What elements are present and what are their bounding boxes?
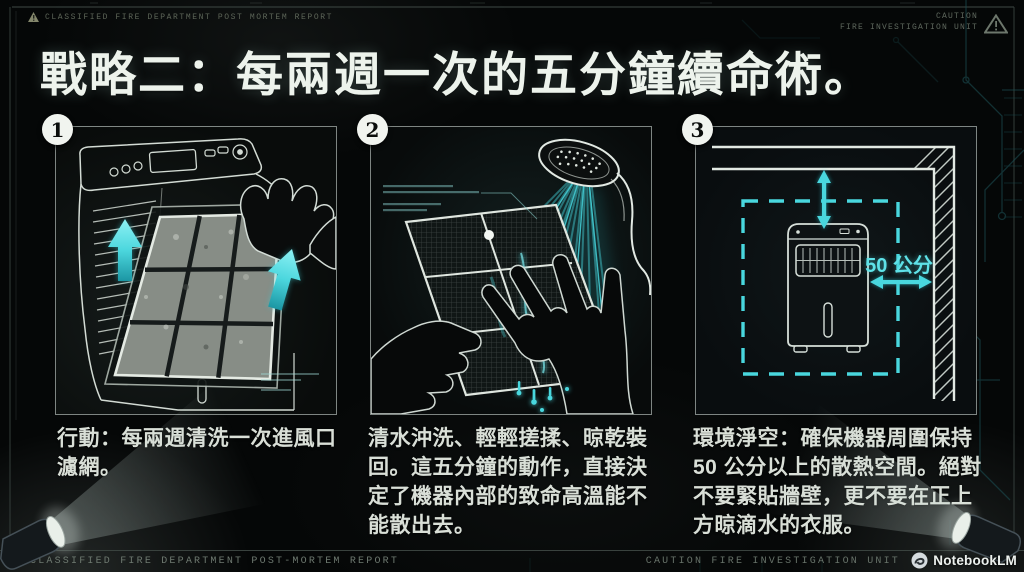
clearance-label: 50 公分 [865,254,933,277]
up-arrow-icon [108,219,142,281]
clearance-dashed-zone [741,199,900,376]
blueprint-annotation [383,185,538,220]
page-title: 戰略二：每兩週一次的五分鐘續命術。 [40,48,873,101]
header-caution: CAUTION FIRE INVESTIGATION UNIT [840,11,978,33]
footer-classified-label: CLASSIFIED FIRE DEPARTMENT POST-MORTEM R… [30,556,400,567]
glove-hand-right [481,254,634,414]
filter-grid [103,203,288,389]
panel-caption: 清水沖洗、輕輕搓揉、晾乾裝回。這五分鐘的動作，直接決定了機器內部的致命高溫能不能… [368,427,648,537]
illustration-filter-washing [371,138,651,414]
glove-hand [239,178,336,270]
horizontal-clearance-arrow: 50 公分 [865,254,933,289]
drips [515,381,570,413]
panel-step-3: 50 公分 3 [682,114,977,415]
classified-label: CLASSIFIED FIRE DEPARTMENT POST MORTEM R… [45,12,334,22]
glove-hand-left [371,320,482,414]
step-badge: 3 [682,114,713,145]
panel-step-1: 1 [42,114,337,415]
dehumidifier-front [787,223,869,353]
vertical-clearance-arrow [816,170,832,229]
water-droplet [484,230,494,240]
caution-label: CAUTION [935,12,978,21]
step-badge: 1 [42,114,73,145]
illustration-filter-removal [78,138,336,411]
panel-caption: 環境淨空：確保機器周圍保持 50 公分以上的散熱空間。絕對不要緊貼牆壁，更不要在… [693,427,982,537]
step-badge: 2 [357,114,388,145]
footer-bar: CLASSIFIED FIRE DEPARTMENT POST-MORTEM R… [0,550,1024,572]
caution-unit-label: FIRE INVESTIGATION UNIT [839,23,978,32]
dust-speckles [144,229,249,350]
footer-caution-label: CAUTION FIRE INVESTIGATION UNIT [645,556,900,567]
panel-caption: 行動：每兩週清洗一次進風口濾網。 [57,427,337,479]
illustration-clearance-diagram: 50 公分 [712,145,956,401]
caution-triangle-icon [984,14,1008,34]
shower-head [538,138,651,296]
notebooklm-watermark: NotebookLM [911,552,1017,569]
notebooklm-icon [911,552,928,569]
blueprint-annotation [261,373,319,391]
up-arrow-icon [267,249,301,311]
header-classified: CLASSIFIED FIRE DEPARTMENT POST MORTEM R… [28,12,333,22]
notebooklm-label: NotebookLM [933,553,1017,568]
panel-step-2: 2 [357,114,652,415]
warning-triangle-icon [28,12,39,22]
